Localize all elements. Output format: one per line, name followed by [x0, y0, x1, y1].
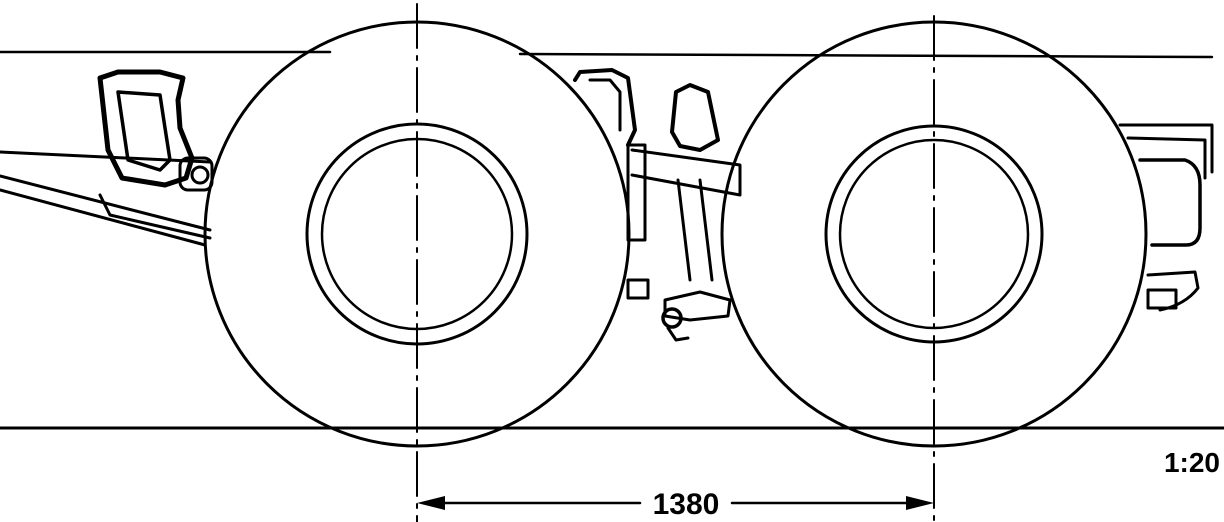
- spring-hanger-bracket: [97, 69, 195, 188]
- wheelbase-label: 1380: [653, 488, 720, 521]
- dimension-arrow-left: [417, 496, 445, 510]
- center-suspension: [573, 68, 742, 342]
- chassis-frame: [0, 50, 1214, 59]
- rear-frame-end: [1118, 123, 1214, 312]
- axle-centerlines: [416, 3, 935, 522]
- front-torque-rods: [0, 150, 214, 247]
- wheelbase-dimension-line: [417, 496, 934, 510]
- scale-label: 1:20: [1164, 447, 1220, 478]
- dimension-arrow-right: [906, 496, 934, 510]
